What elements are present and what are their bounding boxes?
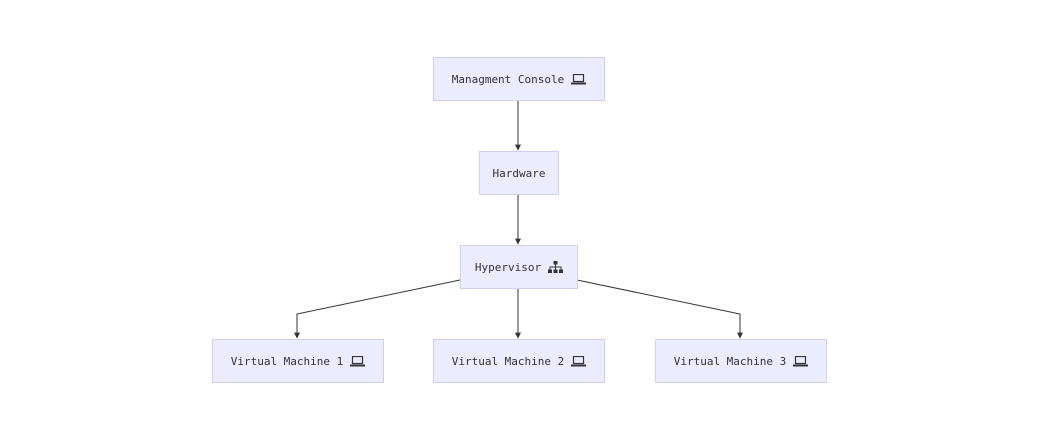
laptop-icon [793, 355, 809, 367]
sitemap-icon [548, 260, 564, 274]
laptop-icon [571, 73, 587, 85]
node-label: Managment Console [451, 72, 565, 86]
node-hardware[interactable]: Hardware [479, 151, 559, 195]
laptop-icon [350, 355, 366, 367]
node-hypervisor[interactable]: Hypervisor [460, 245, 578, 289]
node-virtual-machine-1[interactable]: Virtual Machine 1 [212, 339, 384, 383]
node-label: Virtual Machine 1 [230, 354, 344, 368]
node-label: Hypervisor [474, 260, 542, 274]
node-managment-console[interactable]: Managment Console [433, 57, 605, 101]
node-label: Virtual Machine 2 [451, 354, 565, 368]
node-virtual-machine-2[interactable]: Virtual Machine 2 [433, 339, 605, 383]
edge-hypervisor-to-vm3 [576, 279, 743, 339]
edge-hypervisor-to-vm1 [294, 279, 461, 339]
laptop-icon [571, 355, 587, 367]
node-virtual-machine-3[interactable]: Virtual Machine 3 [655, 339, 827, 383]
node-label: Hardware [492, 166, 546, 180]
node-label: Virtual Machine 3 [673, 354, 787, 368]
